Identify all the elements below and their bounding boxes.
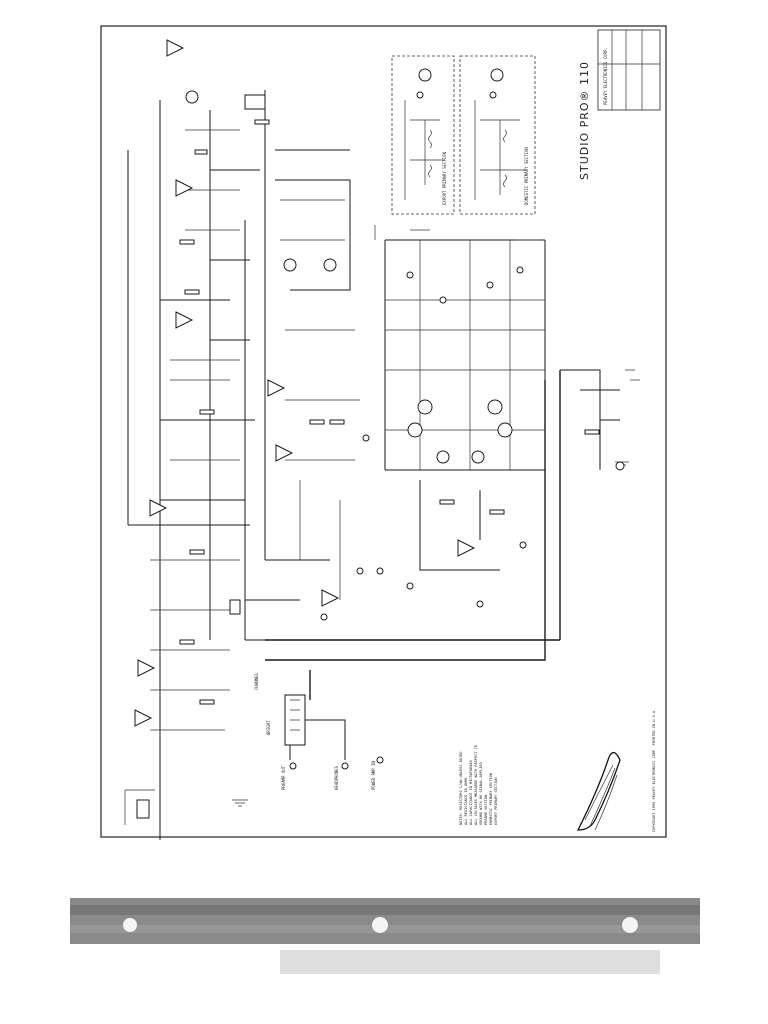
opamp-power — [457, 539, 476, 557]
opamp-3 — [175, 311, 194, 329]
driver-transistor-1 — [436, 450, 450, 464]
inset-domestic-primary: DOMESTIC PRIMARY SECTION — [459, 55, 536, 215]
transistor-q3 — [323, 258, 337, 272]
opamp-9 — [321, 589, 340, 607]
note-7: DOMESTIC PRIMARY SECTION — [489, 773, 493, 825]
jacks-section: HEADPHONES PREAMP OUT POWER AMP IN CHANN… — [254, 673, 384, 790]
output-transistor-3 — [407, 422, 423, 438]
opamp-7 — [267, 379, 286, 397]
inset-domestic-label: DOMESTIC PRIMARY SECTION — [524, 147, 529, 205]
opamp-2 — [175, 179, 194, 197]
channel-label: CHANNEL — [254, 673, 259, 690]
peavey-logo — [576, 751, 621, 831]
opamp-6 — [134, 709, 153, 727]
transistor-q2 — [283, 258, 297, 272]
drawing-border — [100, 25, 667, 838]
output-transistor-1 — [417, 399, 433, 415]
binding-hole-center — [372, 917, 388, 933]
binding-hole-right — [622, 917, 638, 933]
inset-export-label: EXPORT PRIMARY SECTION — [442, 151, 447, 205]
note-5: GROUND WITH NO SIGNAL APPLIED — [479, 762, 483, 825]
bright-label: BRIGHT — [266, 720, 271, 735]
opamp-5 — [137, 659, 156, 677]
opamp-8 — [275, 444, 294, 462]
note-8: EXPORT PRIMARY SECTION — [494, 777, 498, 825]
preamp-section — [124, 39, 300, 840]
signal-bus — [265, 370, 561, 700]
output-transistor-4 — [497, 422, 513, 438]
note-6: PREAMP SECTION — [484, 795, 488, 825]
company-name: PEAVEY ELECTRONICS CORP. — [603, 47, 608, 105]
driver-transistor-2 — [471, 450, 485, 464]
transistor-q1 — [185, 90, 199, 104]
notes-block: NOTES: RESISTORS 1/4W UNLESS NOTED ALL R… — [459, 745, 498, 825]
title-block: PEAVEY ELECTRONICS CORP. — [597, 29, 661, 111]
note-2: ALL RESISTANCE IN OHMS — [464, 777, 468, 825]
note-3: ALL CAPACITANCE IN MICROFARADS — [469, 760, 473, 825]
reverb-section — [244, 90, 414, 621]
output-transistor-2 — [487, 399, 503, 415]
opamp-1 — [166, 39, 185, 57]
note-4: ALL VOLTAGES MEASURED WITH RESPECT TO — [474, 745, 478, 825]
headphones-label: HEADPHONES — [334, 765, 339, 790]
power-amp-section — [374, 225, 640, 608]
inset-export-primary: EXPORT PRIMARY SECTION — [391, 55, 455, 215]
opamp-4 — [149, 499, 168, 517]
schematic-title: STUDIO PRO® 110 — [578, 61, 591, 180]
input-jack — [136, 799, 150, 819]
copyright-text: COPYRIGHT 1990 PEAVEY ELECTRONICS CORP. … — [652, 709, 656, 832]
binding-hole-left — [123, 918, 137, 932]
preamp-out-label: PREAMP OUT — [281, 765, 286, 790]
note-1: NOTES: RESISTORS 1/4W UNLESS NOTED — [459, 751, 463, 825]
power-amp-in-label: POWER AMP IN — [371, 761, 376, 790]
binding-strip — [70, 898, 700, 974]
